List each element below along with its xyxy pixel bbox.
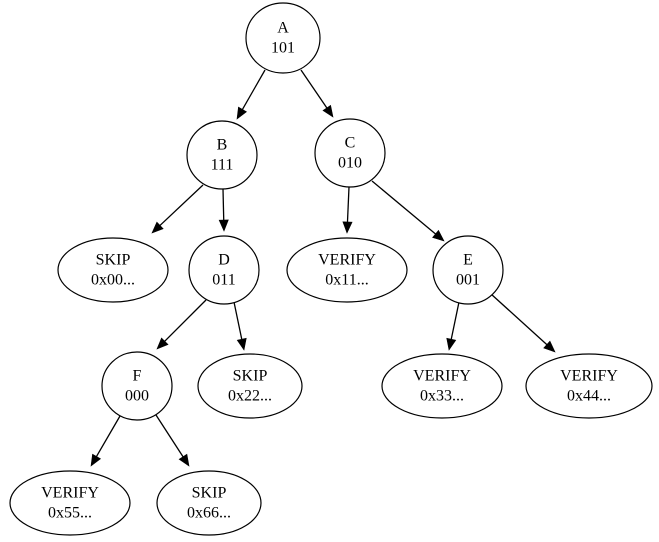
arrowhead-icon: [178, 453, 190, 467]
node-label-secondary: 0x11...: [325, 272, 368, 289]
edge-line: [164, 299, 207, 342]
node-label-secondary: 0x33...: [420, 388, 464, 405]
arrowhead-icon: [543, 340, 556, 353]
graph-node-b[interactable]: B 111: [186, 120, 258, 190]
node-ellipse: [9, 470, 131, 536]
edge-b-to-d: [218, 188, 229, 232]
graph-node-ver11[interactable]: VERIFY 0x11...: [286, 237, 408, 303]
node-circle: [245, 2, 321, 74]
edge-line: [450, 301, 460, 340]
edge-f-to-ver55: [90, 415, 121, 467]
edge-c-to-ver11: [342, 186, 353, 234]
node-ellipse: [156, 470, 262, 536]
node-label-primary: SKIP: [96, 252, 131, 269]
edge-line: [300, 69, 328, 109]
graph-node-e[interactable]: E 001: [432, 235, 504, 305]
node-label-primary: VERIFY: [413, 368, 471, 385]
node-label-primary: VERIFY: [318, 252, 376, 269]
arrowhead-icon: [151, 221, 164, 234]
edge-line: [95, 415, 121, 457]
node-ellipse: [286, 237, 408, 303]
node-ellipse: [525, 353, 653, 419]
node-label-primary: SKIP: [192, 485, 227, 502]
node-label-secondary: 010: [338, 155, 362, 172]
node-label-primary: D: [218, 252, 230, 269]
edge-d-to-f: [156, 299, 207, 350]
node-label-secondary: 011: [212, 272, 235, 289]
node-label-secondary: 001: [456, 272, 480, 289]
node-label-primary: A: [277, 20, 289, 37]
node-circle: [314, 118, 386, 188]
arrowhead-icon: [90, 453, 102, 467]
edge-e-to-ver33: [446, 301, 460, 351]
arrowhead-icon: [236, 106, 247, 120]
node-label-secondary: 101: [271, 40, 295, 57]
edge-line: [371, 180, 436, 235]
edge-line: [155, 414, 184, 458]
nodes-layer: A101B111C010SKIP0x00...D011VERIFY0x11...…: [9, 2, 653, 536]
node-circle: [188, 235, 260, 305]
arrowhead-icon: [432, 229, 445, 242]
node-label-secondary: 0x66...: [187, 505, 231, 522]
edge-line: [346, 186, 350, 223]
arrowhead-icon: [156, 337, 169, 350]
node-label-primary: F: [133, 368, 142, 385]
edges-layer: [90, 69, 556, 467]
edge-a-to-b: [236, 69, 266, 120]
node-circle: [432, 235, 504, 305]
graph-node-skip66[interactable]: SKIP 0x66...: [156, 470, 262, 536]
edge-a-to-c: [300, 69, 334, 118]
graph-node-f[interactable]: F 000: [101, 351, 173, 421]
graph-node-ver55[interactable]: VERIFY 0x55...: [9, 470, 131, 536]
arrowhead-icon: [322, 104, 334, 118]
arrowhead-icon: [218, 219, 229, 232]
graph-node-ver44[interactable]: VERIFY 0x44...: [525, 353, 653, 419]
node-label-primary: SKIP: [233, 368, 268, 385]
node-label-secondary: 000: [125, 388, 149, 405]
node-label-secondary: 111: [211, 157, 234, 174]
node-label-primary: VERIFY: [560, 368, 618, 385]
edge-line: [241, 69, 266, 110]
node-label-primary: VERIFY: [41, 485, 99, 502]
node-label-primary: E: [463, 252, 473, 269]
node-label-primary: B: [217, 137, 228, 154]
edge-f-to-skip66: [155, 414, 190, 467]
edge-line: [222, 188, 225, 221]
edge-line: [159, 184, 204, 226]
node-ellipse: [57, 237, 169, 303]
arrowhead-icon: [236, 337, 247, 351]
graph-node-ver33[interactable]: VERIFY 0x33...: [381, 353, 503, 419]
graph-node-skip00[interactable]: SKIP 0x00...: [57, 237, 169, 303]
node-label-secondary: 0x44...: [567, 388, 611, 405]
graph-node-c[interactable]: C 010: [314, 118, 386, 188]
edge-c-to-e: [371, 180, 445, 242]
node-ellipse: [381, 353, 503, 419]
graph-node-d[interactable]: D 011: [188, 235, 260, 305]
arrowhead-icon: [446, 337, 457, 351]
arrowhead-icon: [342, 221, 353, 234]
node-ellipse: [197, 353, 303, 419]
edge-line: [233, 301, 243, 340]
node-circle: [186, 120, 258, 190]
edge-d-to-skip22: [233, 301, 247, 351]
graph-node-a[interactable]: A 101: [245, 2, 321, 74]
node-label-primary: C: [345, 135, 356, 152]
node-label-secondary: 0x00...: [91, 272, 135, 289]
graph-node-skip22[interactable]: SKIP 0x22...: [197, 353, 303, 419]
node-label-secondary: 0x22...: [228, 388, 272, 405]
edge-line: [490, 293, 548, 346]
node-label-secondary: 0x55...: [48, 505, 92, 522]
edge-b-to-skip00: [151, 184, 204, 234]
edge-e-to-ver44: [490, 293, 556, 353]
node-circle: [101, 351, 173, 421]
